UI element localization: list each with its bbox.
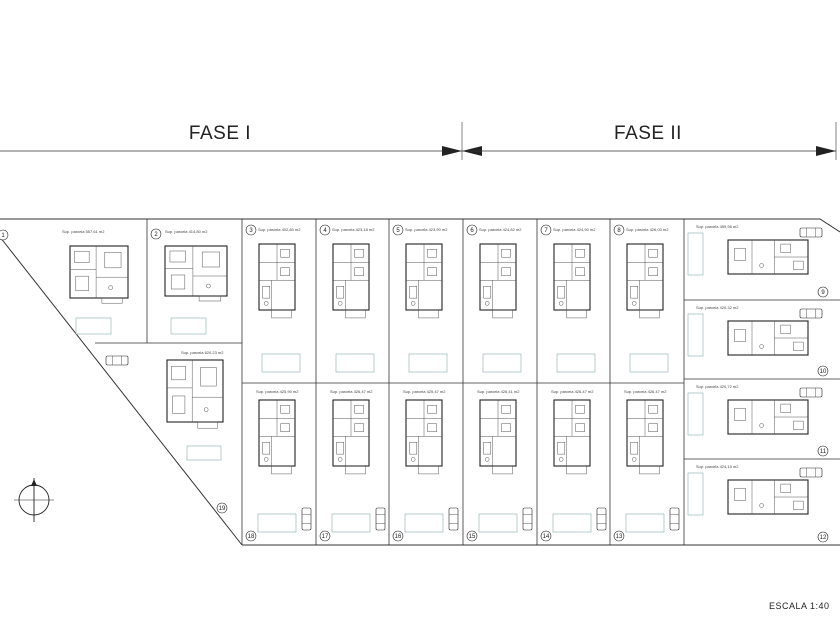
lot-number-marker [319,224,331,236]
lot-area-label: Sup. parcela 459,96 m2 [696,224,739,229]
phase-dimension-lines [0,122,837,160]
lot-number: 13 [616,534,623,540]
lot-9: Sup. parcela 459,96 m2 9 [687,224,829,298]
lot-number-marker [817,286,829,298]
lot-number-marker [216,502,228,514]
lot-number: 10 [820,369,827,375]
lot-area-label: Sup. parcela 620,23 m2 [181,350,224,355]
lots-layer: 1 Sup. parcela 557,61 m2 2 Sup. parcela 414… [0,224,829,543]
lot-area-label: Sup. parcela 557,61 m2 [62,229,105,234]
lot-number-marker [817,531,829,543]
site-outline [0,218,840,546]
lot-area-label: Sup. parcela 425,47 m2 [403,389,446,394]
lot-number-marker [392,224,404,236]
lot-5: 5 Sup. parcela 423,90 m2 [392,224,448,373]
lot-number-marker [150,228,162,240]
lot-area-label: Sup. parcela 423,90 m2 [405,227,448,232]
lot-area-label: Sup. parcela 424,82 m2 [479,227,522,232]
lot-area-label: Sup. parcela 423,18 m2 [332,227,375,232]
lot-number-marker [817,365,829,377]
lot-number-marker [540,530,552,542]
lot-number-marker [466,530,478,542]
lot-12: Sup. parcela 424,15 m2 12 [687,464,829,543]
lot-16: 16 Sup. parcela 425,47 m2 [392,389,459,542]
lot-area-label: Sup. parcela 402,80 m2 [258,227,301,232]
lot-area-label: Sup. parcela 424,15 m2 [696,464,739,469]
lot-area-label: Sup. parcela 426,47 m2 [624,389,667,394]
lot-number: 8 [617,228,621,234]
lot-area-label: Sup. parcela 426,41 m2 [477,389,520,394]
lot-number-marker [540,224,552,236]
phase-1-label: FASE I [189,123,251,144]
lot-number: 3 [249,228,253,234]
lot-area-label: Sup. parcela 424,90 m2 [553,227,596,232]
lot-number-marker [245,224,257,236]
lot-number: 5 [396,228,400,234]
lot-number-marker [319,530,331,542]
lot-6: 6 Sup. parcela 424,82 m2 [466,224,522,373]
lot-4: 4 Sup. parcela 423,18 m2 [319,224,375,373]
lot-number: 2 [154,232,158,238]
lot-number-marker [466,224,478,236]
lot-number: 17 [322,534,329,540]
lot-number: 4 [323,228,327,234]
lot-number: 19 [219,506,226,512]
lot-number-marker [0,229,9,241]
phase-2-label: FASE II [614,123,682,144]
lot-17: 17 Sup. parcela 426,47 m2 [319,389,386,542]
lot-1: 1 Sup. parcela 557,61 m2 [0,229,129,335]
lot-number-marker [613,530,625,542]
lot-area-label: Sup. parcela 414,80 m2 [165,229,208,234]
lot-number-marker [245,530,257,542]
lot-area-label: Sup. parcela 420,32 m2 [696,305,739,310]
lot-area-label: Sup. parcela 426,47 m2 [551,389,594,394]
north-arrow-icon [14,478,54,522]
lot-11: Sup. parcela 420,72 m2 11 [687,384,829,457]
lot-number: 16 [395,534,402,540]
lot-10: Sup. parcela 420,32 m2 10 [687,305,829,377]
lot-number-marker [613,224,625,236]
lot-number: 1 [1,233,5,239]
lot-7: 7 Sup. parcela 424,90 m2 [540,224,596,373]
lot-number: 14 [543,534,550,540]
lot-13: 13 Sup. parcela 426,47 m2 [613,389,680,542]
lot-boundaries [95,219,840,545]
lot-8: 8 Sup. parcela 426,00 m2 [613,224,669,373]
lot-area-label: Sup. parcela 426,00 m2 [626,227,669,232]
lot-number: 7 [544,228,548,234]
lot-number: 12 [820,535,827,541]
lot-number: 9 [821,290,825,296]
lot-3: 3 Sup. parcela 402,80 m2 [245,224,301,373]
lot-number: 15 [469,534,476,540]
lot-number-marker [392,530,404,542]
lot-15: 15 Sup. parcela 426,41 m2 [466,389,533,542]
lot-number: 11 [820,449,827,455]
lot-area-label: Sup. parcela 425,90 m2 [256,389,299,394]
lot-area-label: Sup. parcela 426,47 m2 [330,389,373,394]
lot-number: 6 [470,228,474,234]
lot-number-marker [817,445,829,457]
lot-number: 18 [248,534,255,540]
lot-19: 19 Sup. parcela 620,23 m2 [105,350,228,514]
lot-14: 14 Sup. parcela 426,47 m2 [540,389,607,542]
lot-18: 18 Sup. parcela 425,90 m2 [245,389,312,542]
lot-area-label: Sup. parcela 420,72 m2 [696,384,739,389]
scale-label: ESCALA 1:40 [769,601,830,611]
lot-2: 2 Sup. parcela 414,80 m2 [150,228,228,335]
